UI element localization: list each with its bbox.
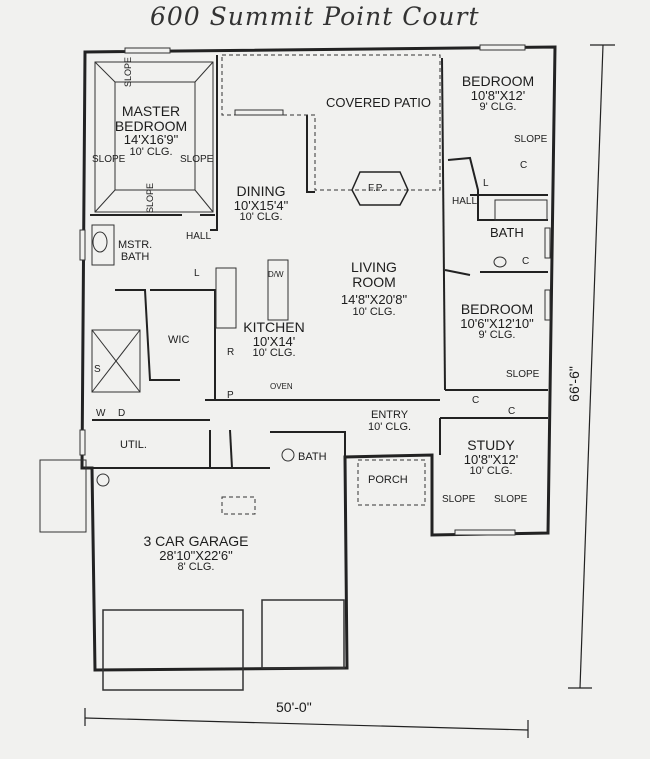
fireplace-label: F.P. xyxy=(368,183,384,194)
study-ceiling: 10' CLG. xyxy=(469,465,513,478)
garage-label: 3 CAR GARAGE 28'10"X22'6" 8' CLG. xyxy=(136,534,256,574)
porch-name: PORCH xyxy=(368,474,408,486)
entry-label: ENTRY 10' CLG. xyxy=(368,409,412,433)
garage-doors xyxy=(102,599,345,691)
master-slope-right: SLOPE xyxy=(180,154,214,165)
util-name: UTIL. xyxy=(120,439,147,451)
hall-left-label: HALL xyxy=(186,231,212,242)
depth-dimension: 66'-6" xyxy=(565,366,582,402)
bed2-name: BEDROOM xyxy=(460,301,534,317)
living-ceiling: 10' CLG. xyxy=(352,306,396,319)
half-bath-label: BATH xyxy=(298,451,327,464)
bath2-name: BATH xyxy=(490,225,524,240)
kitchen-label: KITCHEN 10'X14' 10' CLG. xyxy=(236,320,312,360)
oven-label: OVEN xyxy=(270,382,293,391)
study-size: 10'8"X12' xyxy=(463,451,519,467)
dining-ceiling: 10' CLG. xyxy=(239,211,283,224)
living-name: LIVING xyxy=(351,259,397,275)
dishwasher-label: D/W xyxy=(268,270,284,279)
bath1-name: BATH xyxy=(298,451,327,463)
refrigerator-r: R xyxy=(227,347,235,358)
linen-l: L xyxy=(483,178,489,189)
covered-patio-label: COVERED PATIO xyxy=(326,96,431,110)
shower-s: S xyxy=(94,364,101,375)
garage-name: 3 CAR GARAGE xyxy=(143,533,249,549)
study-name: STUDY xyxy=(467,437,515,453)
fixtures xyxy=(39,199,548,533)
porch-label: PORCH xyxy=(368,474,408,487)
master-name2: BEDROOM xyxy=(114,117,188,134)
mbath-name2: BATH xyxy=(120,250,150,263)
study-closet-c: C xyxy=(508,406,516,417)
bed2-slope: SLOPE xyxy=(506,369,540,380)
bed2-closet-c: C xyxy=(472,395,480,406)
kitchen-name: KITCHEN xyxy=(243,319,305,335)
linen-left-l: L xyxy=(194,268,200,279)
patio-outline xyxy=(221,54,441,515)
wic-name: WIC xyxy=(168,334,190,346)
study-slope-left: SLOPE xyxy=(442,494,476,505)
bed1-ceiling: 9' CLG. xyxy=(479,101,517,114)
study-slope-right: SLOPE xyxy=(494,494,528,505)
master-ceiling: 10' CLG. xyxy=(129,146,173,159)
master-slope-bottom: SLOPE xyxy=(145,182,156,214)
utility-label: UTIL. xyxy=(120,439,147,452)
bed1-size: 10'8"X12' xyxy=(470,87,526,103)
fireplace xyxy=(351,171,409,206)
dimension-lines xyxy=(84,44,615,738)
master-bedroom-label: MASTER BEDROOM 14'X16'9" 10' CLG. xyxy=(113,104,189,159)
patio-name: COVERED PATIO xyxy=(326,95,431,110)
washer-w: W xyxy=(96,408,106,419)
interior-walls xyxy=(90,55,548,469)
kitchen-size: 10'X14' xyxy=(252,333,296,349)
dining-size: 10'X15'4" xyxy=(233,197,289,213)
kitchen-ceiling: 10' CLG. xyxy=(252,347,296,360)
garage-ceiling: 8' CLG. xyxy=(177,561,215,574)
master-slope-top: SLOPE xyxy=(123,56,134,88)
bedroom-1-label: BEDROOM 10'8"X12' 9' CLG. xyxy=(452,74,544,114)
tray-ceiling xyxy=(94,61,214,213)
bed2-size: 10'6"X12'10" xyxy=(460,315,534,331)
entry-ceiling: 10' CLG. xyxy=(368,420,412,433)
pantry-p: P xyxy=(227,390,234,401)
dining-label: DINING 10'X15'4" 10' CLG. xyxy=(220,184,302,224)
bath-right-label: BATH xyxy=(490,226,524,240)
master-name: MASTER xyxy=(121,103,181,119)
bed2-ceiling: 9' CLG. xyxy=(478,329,516,342)
bed1-name: BEDROOM xyxy=(461,73,535,89)
master-size: 14'X16'9" xyxy=(123,132,179,148)
garage-size: 28'10"X22'6" xyxy=(159,547,233,563)
living-size: 14'8"X20'8" xyxy=(340,292,408,308)
master-slope-left: SLOPE xyxy=(92,154,126,165)
dryer-d: D xyxy=(118,408,126,419)
wic-label: WIC xyxy=(168,334,190,347)
windows xyxy=(79,44,551,536)
living-room-label: LIVING ROOM 14'8"X20'8" 10' CLG. xyxy=(318,260,430,319)
bedroom-2-label: BEDROOM 10'6"X12'10" 9' CLG. xyxy=(450,302,544,342)
bed1-closet-c: C xyxy=(520,160,528,171)
study-label: STUDY 10'8"X12' 10' CLG. xyxy=(448,438,534,478)
dining-name: DINING xyxy=(236,183,286,199)
living-name2: ROOM xyxy=(352,273,396,290)
hall-right-label: HALL xyxy=(452,196,478,207)
width-dimension: 50'-0" xyxy=(276,699,312,715)
entry-name: ENTRY xyxy=(370,409,409,421)
bath-right-c: C xyxy=(522,256,530,267)
mbath-name: MSTR. xyxy=(118,239,153,251)
bed1-slope: SLOPE xyxy=(514,134,548,145)
page-title: 600 Summit Point Court xyxy=(150,2,480,31)
master-bath-label: MSTR. BATH xyxy=(118,239,153,263)
